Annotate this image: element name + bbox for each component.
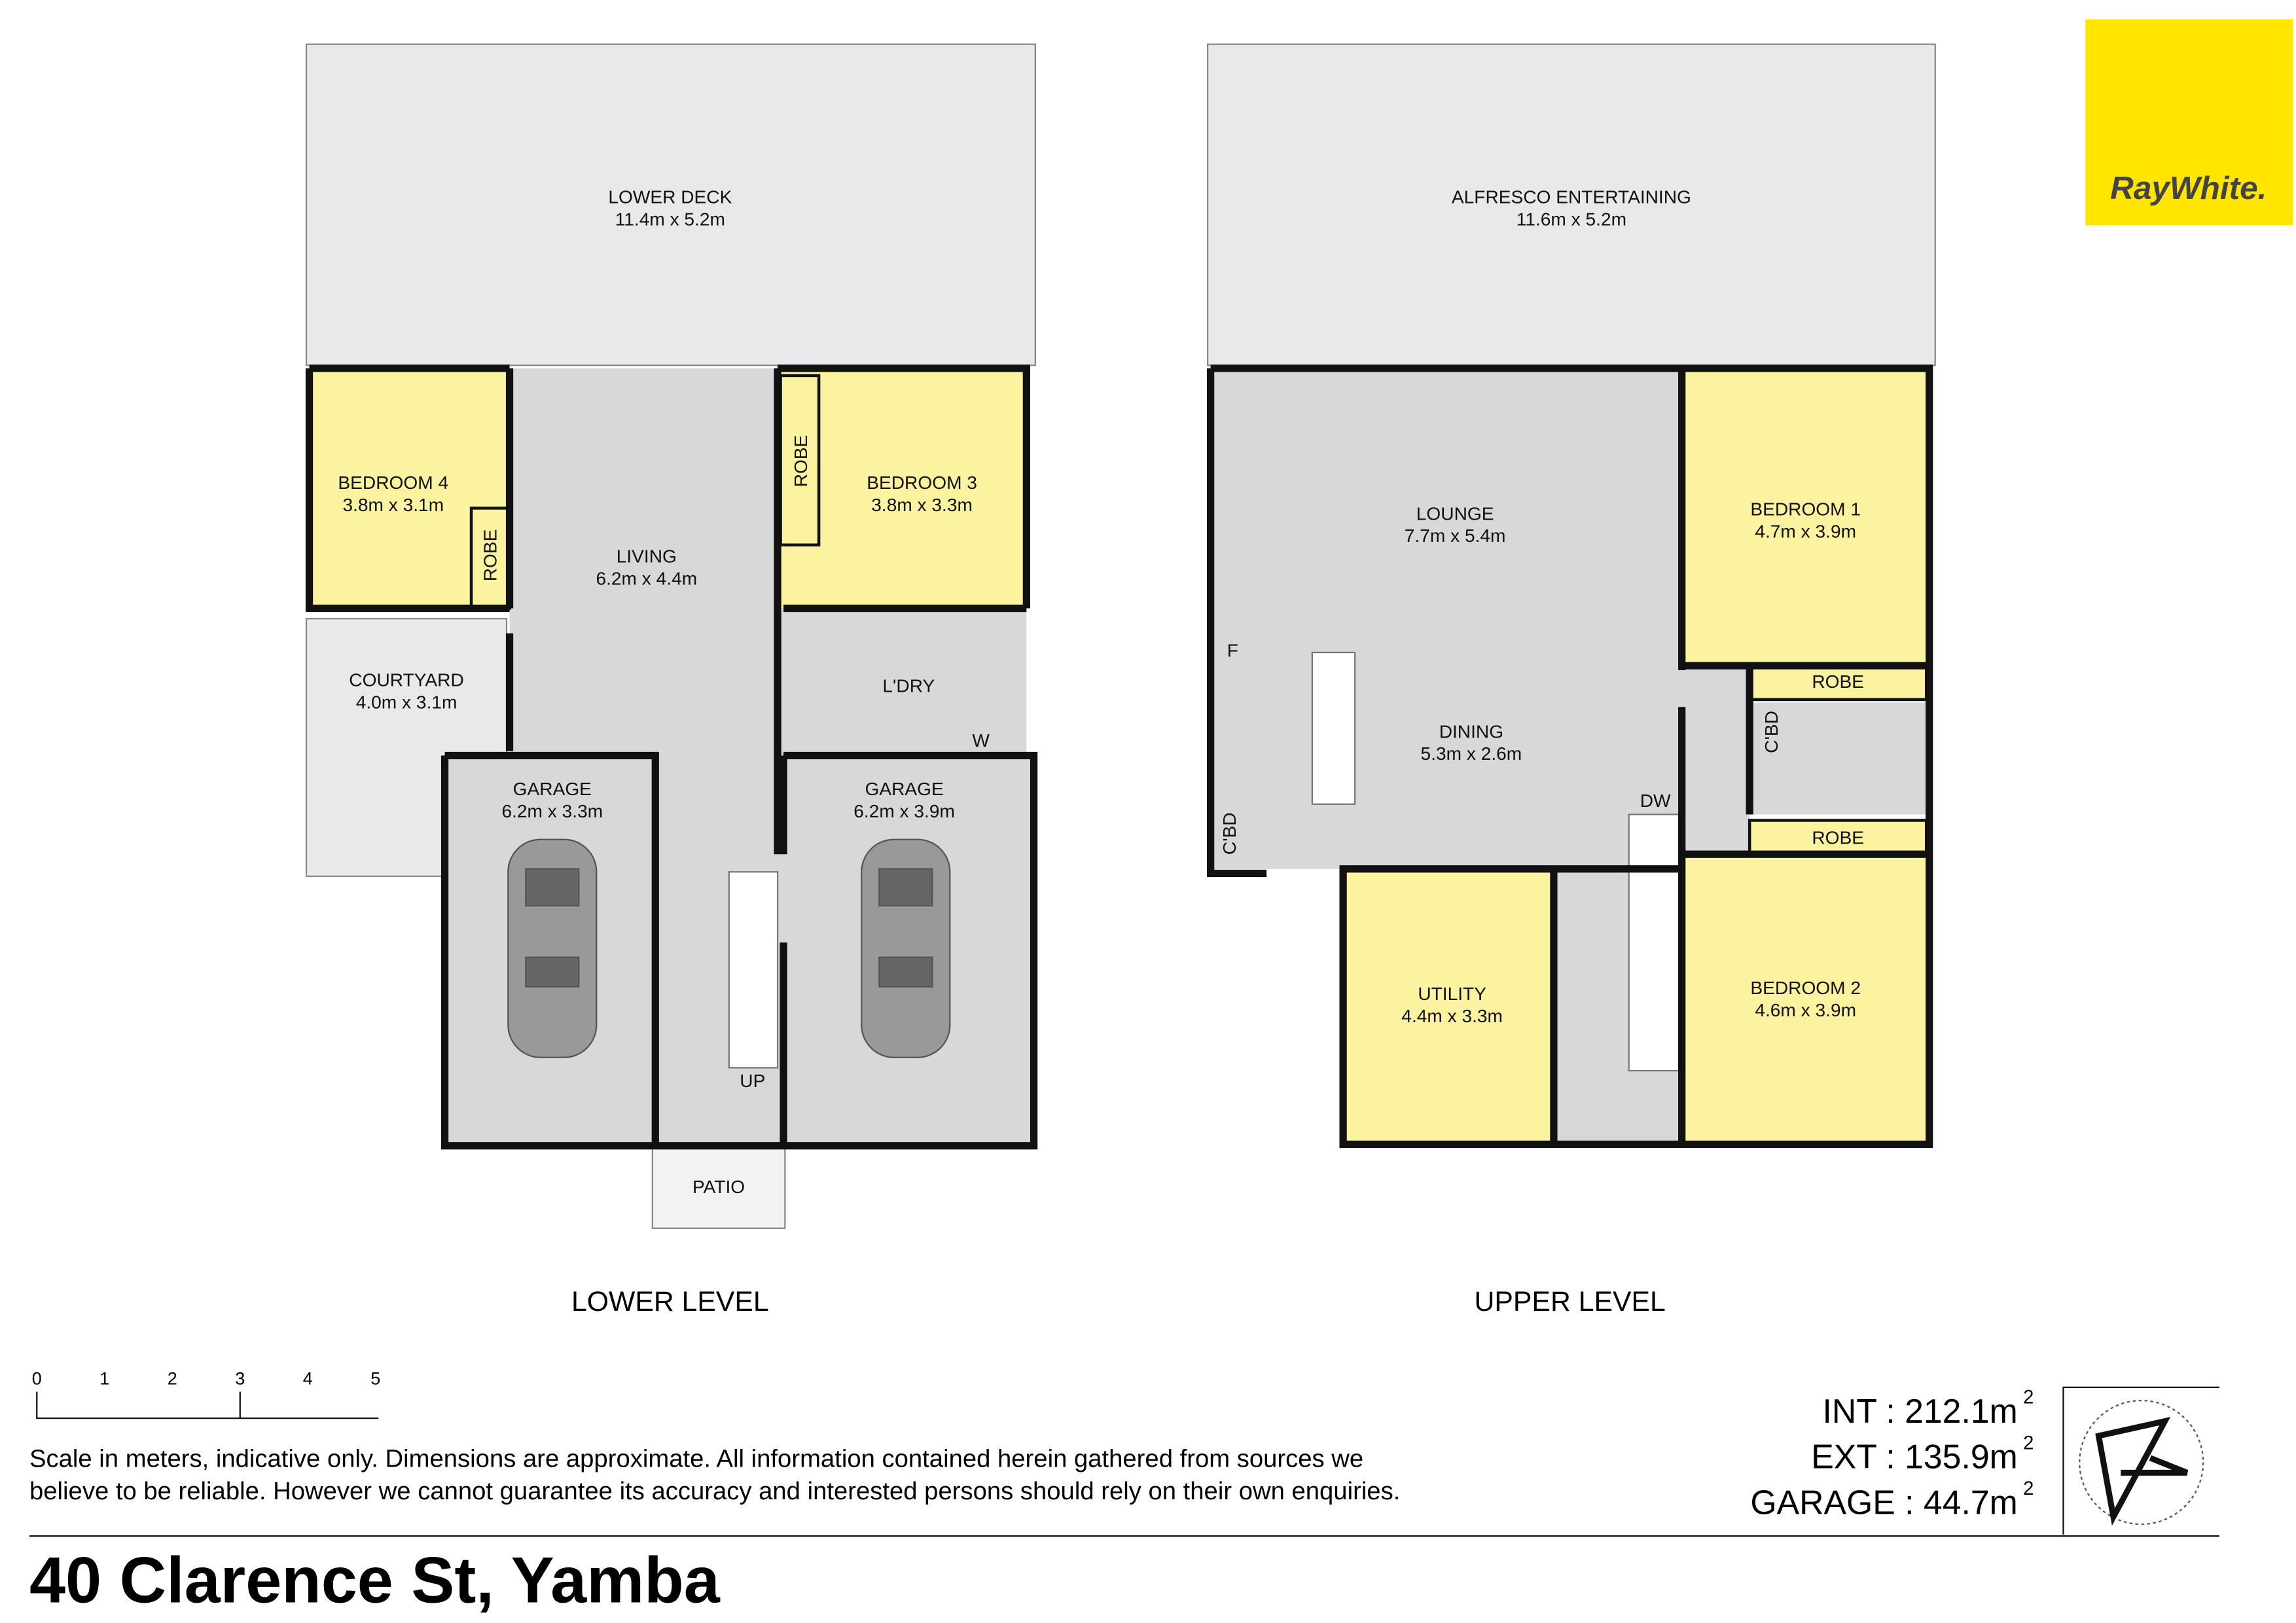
robe-label: ROBE [1812, 671, 1864, 692]
room-name: BEDROOM 1 [1750, 499, 1861, 520]
car-icon [507, 838, 598, 1058]
room-size: 3.8m x 3.1m [342, 495, 444, 515]
room-name: BEDROOM 3 [867, 473, 977, 493]
robe-2 [1748, 819, 1928, 856]
room-size: 4.6m x 3.9m [1755, 1000, 1856, 1020]
kitchen-island [1311, 651, 1356, 805]
upper-level-plan: ALFRESCO ENTERTAINING 11.6m x 5.2m LOUNG… [1207, 43, 1936, 1317]
room-size: 11.4m x 5.2m [615, 209, 725, 229]
laundry [783, 611, 1027, 756]
svg-text:4: 4 [303, 1368, 313, 1388]
dishwasher-label: DW [1640, 791, 1671, 811]
cupboard-label: C'BD [1761, 711, 1782, 753]
svg-text:2: 2 [2023, 1478, 2034, 1499]
fridge-label: F [1227, 641, 1238, 661]
stairs-lower [728, 871, 779, 1069]
level-title: UPPER LEVEL [1475, 1286, 1666, 1317]
disclaimer-line: Scale in meters, indicative only. Dimens… [29, 1444, 1363, 1472]
bedroom-2 [1685, 854, 1929, 1145]
robe-label: ROBE [1812, 828, 1864, 848]
bedroom-1 [1685, 371, 1929, 666]
patio-label: PATIO [692, 1177, 745, 1197]
room-name: LOWER DECK [608, 187, 732, 207]
bedroom-3-robe [779, 374, 821, 546]
room-name: ALFRESCO ENTERTAINING [1452, 187, 1691, 207]
utility [1343, 868, 1554, 1145]
robe-label: ROBE [480, 529, 500, 582]
disclaimer-line: believe to be reliable. However we canno… [29, 1477, 1400, 1505]
cupboard-label: C'BD [1219, 812, 1240, 855]
room-name: GARAGE [513, 779, 592, 799]
bathroom [1749, 702, 1927, 815]
property-address: 40 Clarence St, Yamba [29, 1543, 721, 1616]
stairs-up-label: UP [740, 1071, 765, 1091]
room-name: COURTYARD [349, 670, 463, 690]
car-icon [861, 838, 951, 1058]
svg-text:2: 2 [2023, 1387, 2034, 1408]
room-name: BEDROOM 4 [338, 473, 448, 493]
room-size: 4.0m x 3.1m [356, 692, 457, 712]
room-size: 6.2m x 3.9m [853, 801, 955, 821]
room-size: 6.2m x 4.4m [596, 568, 697, 588]
svg-text:1: 1 [99, 1368, 109, 1388]
room-size: 6.2m x 3.3m [501, 801, 603, 821]
raywhite-logo: RayWhite. [2085, 19, 2293, 226]
lower-level-plan: LOWER DECK 11.4m x 5.2m BEDROOM 4 3.8m x… [305, 43, 1038, 1317]
room-name: LIVING [617, 546, 677, 567]
svg-text:RayWhite.: RayWhite. [2110, 170, 2267, 206]
room-size: 7.7m x 5.4m [1405, 526, 1506, 546]
patio [651, 1145, 786, 1229]
scale-bar: 0 1 2 3 4 5 [32, 1368, 380, 1419]
room-name: GARAGE [865, 779, 943, 799]
north-arrow-icon [2062, 1386, 2219, 1535]
laundry-label: L'DRY [882, 676, 935, 696]
room-size: 4.4m x 3.3m [1401, 1006, 1503, 1026]
level-title: LOWER LEVEL [571, 1286, 769, 1317]
room-name: UTILITY [1418, 984, 1486, 1004]
svg-text:3: 3 [235, 1368, 245, 1388]
room-size: 3.8m x 3.3m [871, 495, 973, 515]
svg-text:0: 0 [32, 1368, 42, 1388]
svg-text:2: 2 [168, 1368, 177, 1388]
svg-text:INT : 212.1m: INT : 212.1m [1823, 1392, 2018, 1430]
washer-label: W [972, 730, 990, 751]
svg-text:5: 5 [370, 1368, 380, 1388]
svg-text:EXT : 135.9m: EXT : 135.9m [1811, 1438, 2017, 1476]
svg-text:2: 2 [2023, 1433, 2034, 1454]
room-size: 4.7m x 3.9m [1755, 521, 1856, 541]
room-name: LOUNGE [1416, 503, 1494, 524]
lower-deck [305, 43, 1036, 366]
robe-label: ROBE [791, 435, 811, 488]
room-size: 5.3m x 2.6m [1421, 743, 1522, 764]
svg-text:GARAGE : 44.7m: GARAGE : 44.7m [1750, 1483, 2017, 1521]
room-name: BEDROOM 2 [1750, 978, 1861, 998]
stairs-upper [1628, 813, 1680, 1072]
room-size: 11.6m x 5.2m [1516, 209, 1626, 229]
area-summary: INT : 212.1m EXT : 135.9m GARAGE : 44.7m… [1750, 1387, 2034, 1522]
room-name: DINING [1439, 721, 1503, 741]
alfresco [1207, 43, 1936, 366]
